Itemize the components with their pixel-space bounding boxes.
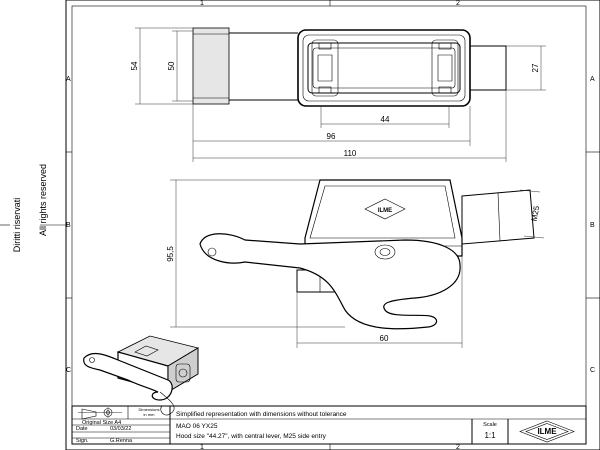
hood-logo-text: ILME	[378, 208, 392, 214]
top-view	[192, 27, 507, 107]
units-value: in mm	[144, 412, 156, 417]
grid-row-c-right: C	[590, 367, 595, 374]
sign-value: G.Renna	[110, 438, 133, 444]
projection-symbol-icon	[78, 407, 122, 420]
scale-label: Scale	[483, 422, 497, 428]
ilme-logo-icon	[519, 420, 575, 443]
top-view-dimensions	[135, 27, 546, 162]
scale-value: 1:1	[484, 431, 496, 440]
side-text-diritti: Diritti riservati	[12, 198, 22, 253]
grid-col-1-bottom: 1	[200, 444, 204, 450]
grid-row-a-left: A	[66, 76, 71, 83]
dim-m25: M25	[530, 205, 542, 222]
units-label: Dimensions	[139, 407, 160, 412]
original-size: Original Size A4	[82, 420, 121, 426]
date-label: Date	[76, 426, 88, 432]
front-view: ILME	[199, 179, 535, 330]
grid-col-1-top: 1	[200, 0, 204, 7]
dim-44: 44	[381, 115, 390, 124]
dim-50: 50	[167, 61, 176, 70]
grid-row-a-right: A	[590, 76, 595, 83]
date-value: 03/03/22	[110, 426, 131, 432]
front-view-dimensions	[170, 179, 545, 348]
product-code: MAO 06 YX25	[176, 423, 218, 430]
drawing-note: Simplified representation with dimension…	[176, 411, 347, 418]
dim-96: 96	[327, 132, 336, 141]
isometric-view	[83, 335, 200, 416]
grid-row-b-left: B	[66, 222, 71, 229]
grid-col-2-bottom: 2	[456, 444, 460, 450]
grid-col-2-top: 2	[456, 0, 460, 7]
grid-row-c-left: C	[66, 367, 71, 374]
sign-label: Sign.	[76, 438, 89, 444]
side-text-rights: All rights reserved	[38, 164, 48, 236]
logo-text: ILME	[537, 427, 557, 436]
dim-60: 60	[380, 334, 389, 343]
dim-54: 54	[130, 61, 139, 70]
dim-95-5: 95,5	[166, 246, 175, 262]
product-description: Hood size "44.27", with central lever, M…	[176, 433, 327, 440]
title-block	[71, 405, 587, 445]
grid-row-b-right: B	[590, 222, 595, 229]
dim-110: 110	[344, 149, 357, 158]
dim-27: 27	[531, 63, 540, 72]
